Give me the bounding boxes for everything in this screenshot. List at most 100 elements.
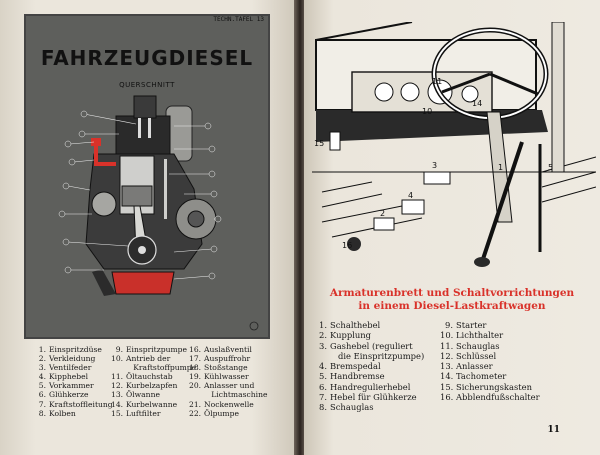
legend-item-number: 16. bbox=[440, 392, 454, 403]
legend-item-number: 11. bbox=[111, 372, 124, 382]
legend-item-text: Auspuffrohr bbox=[204, 354, 251, 364]
heading-line-2: in einem Diesel-Lastkraftwagen bbox=[358, 300, 546, 312]
legend-item-number: 2. bbox=[319, 330, 327, 341]
legend-item-number: 7. bbox=[38, 399, 46, 409]
legend-item-text: Luftfilter bbox=[126, 408, 161, 418]
legend-item-number: 18. bbox=[189, 363, 202, 373]
legend-item-number: 5. bbox=[38, 381, 46, 391]
engine-cross-section-illustration bbox=[58, 95, 259, 331]
legend-item-text: Kipphebel bbox=[49, 372, 88, 382]
legend-item-number: 3. bbox=[319, 340, 327, 351]
legend-item: 9.Starter bbox=[440, 320, 540, 330]
legend-item-text: Kühlwasser bbox=[204, 372, 249, 382]
legend-item-number: 14. bbox=[440, 371, 454, 382]
engine-plate: TECHN.TAFEL 13 FAHRZEUGDIESEL QUERSCHNIT… bbox=[24, 14, 270, 339]
legend-item-text: Anlasser und Lichtmaschine bbox=[204, 381, 268, 400]
legend-item: 15.Luftfilter bbox=[111, 409, 196, 418]
legend-item: 5.Vorkammer bbox=[34, 381, 113, 390]
legend-item: 13.Anlasser bbox=[440, 361, 540, 371]
legend-item: 11.Schauglas bbox=[440, 341, 540, 351]
legend-item: 4.Kipphebel bbox=[34, 372, 113, 381]
legend-item-number: 1. bbox=[319, 320, 327, 330]
legend-item-number: 4. bbox=[38, 372, 46, 382]
legend-item: 7.Kraftstoffleitung bbox=[34, 400, 113, 409]
legend-item: 14.Tachometer bbox=[440, 371, 540, 381]
legend-item-number: 15. bbox=[111, 408, 124, 418]
right-page: 15 1 5 3 4 2 16 10 14 11 Armaturenbrett … bbox=[304, 0, 600, 455]
legend-item-text: Vorkammer bbox=[49, 381, 94, 391]
plate-tag: TECHN.TAFEL 13 bbox=[213, 16, 264, 23]
legend-item-text: Nockenwelle bbox=[204, 399, 254, 409]
legend-item-text: Auslaßventil bbox=[204, 345, 252, 354]
legend-item: 12.Schlüssel bbox=[440, 351, 540, 361]
legend-item-text: Schlüssel bbox=[456, 350, 497, 361]
legend-item-number: 6. bbox=[319, 381, 327, 392]
legend-item: 22.Ölpumpe bbox=[189, 409, 268, 418]
legend-item: 6.Handregulierhebel bbox=[314, 382, 424, 392]
legend-item: 6.Glühkerze bbox=[34, 390, 113, 399]
legend-item-text: Handregulierhebel bbox=[330, 381, 411, 392]
legend-item-number: 8. bbox=[319, 402, 327, 413]
legend-item-number: 9. bbox=[115, 345, 123, 354]
legend-item-number: 3. bbox=[38, 363, 46, 373]
legend-item: 2.Kupplung bbox=[314, 330, 424, 340]
legend-item-text: Handbremse bbox=[330, 371, 385, 382]
svg-text:3: 3 bbox=[432, 161, 437, 170]
legend-item-number: 11. bbox=[440, 340, 454, 351]
legend-item: 1.Einspritzdüse bbox=[34, 345, 113, 354]
legend-item: 3.Ventilfeder bbox=[34, 363, 113, 372]
legend-item-number: 15. bbox=[440, 381, 454, 392]
legend-item-text: Starter bbox=[456, 320, 487, 330]
legend-item: 7.Hebel für Glühkerze bbox=[314, 392, 424, 402]
legend-item-text: Kolben bbox=[49, 408, 76, 418]
legend-item: 14.Kurbelwanne bbox=[111, 400, 196, 409]
legend-item-text: Anlasser bbox=[456, 361, 493, 372]
legend-item-text: Ölwanne bbox=[126, 390, 160, 400]
legend-item: 3.Gashebel (reguliert die Einspritzpumpe… bbox=[314, 341, 424, 362]
right-page-heading: Armaturenbrett und Schaltvorrichtungen i… bbox=[304, 287, 600, 313]
legend-item-text: Antrieb der Kraftstoffpumpe bbox=[126, 354, 197, 373]
legend-item: 4.Bremspedal bbox=[314, 361, 424, 371]
legend-item-text: Verkleidung bbox=[49, 354, 96, 364]
legend-item-number: 13. bbox=[111, 390, 124, 400]
legend-item-text: Einspritzdüse bbox=[49, 345, 102, 354]
legend-item-text: Ölpumpe bbox=[204, 408, 239, 418]
legend-item-number: 16. bbox=[189, 345, 202, 354]
legend-item-text: Lichthalter bbox=[456, 330, 504, 341]
legend-item-text: Schalthebel bbox=[330, 320, 381, 330]
book-gutter bbox=[294, 0, 306, 455]
svg-text:1: 1 bbox=[498, 163, 503, 172]
legend-item-number: 4. bbox=[319, 361, 327, 372]
svg-text:10: 10 bbox=[422, 107, 432, 116]
legend-item: 11.Öltauchstab bbox=[111, 372, 196, 381]
cab-controls-illustration: 15 1 5 3 4 2 16 10 14 11 bbox=[312, 22, 596, 267]
left-page: TECHN.TAFEL 13 FAHRZEUGDIESEL QUERSCHNIT… bbox=[0, 0, 296, 455]
plate-title: FAHRZEUGDIESEL bbox=[40, 46, 254, 70]
legend-item: 2.Verkleidung bbox=[34, 354, 113, 363]
legend-item-number: 10. bbox=[440, 330, 454, 341]
legend-item-number: 17. bbox=[189, 354, 202, 364]
legend-item: 8.Schauglas bbox=[314, 402, 424, 412]
legend-item-number: 13. bbox=[440, 361, 454, 372]
legend-item: 9.Einspritzpumpe bbox=[111, 345, 196, 354]
legend-item-text: Gashebel (reguliert die Einspritzpumpe) bbox=[330, 340, 425, 361]
legend-item: 10.Antrieb der Kraftstoffpumpe bbox=[111, 354, 196, 372]
legend-item-text: Ventilfeder bbox=[49, 363, 92, 373]
legend-item-number: 6. bbox=[38, 390, 46, 400]
legend-item-text: Stoßstange bbox=[204, 363, 248, 373]
legend-item-number: 5. bbox=[319, 371, 327, 382]
legend-item-text: Hebel für Glühkerze bbox=[330, 392, 417, 403]
svg-text:4: 4 bbox=[408, 191, 413, 200]
legend-item: 1.Schalthebel bbox=[314, 320, 424, 330]
svg-text:11: 11 bbox=[432, 77, 442, 86]
svg-text:2: 2 bbox=[380, 209, 385, 218]
legend-item: 16.Abblendfußschalter bbox=[440, 392, 540, 402]
page-number: 11 bbox=[547, 425, 560, 435]
legend-item-text: Bremspedal bbox=[330, 361, 381, 372]
legend-item-number: 8. bbox=[38, 408, 46, 418]
legend-item-number: 14. bbox=[111, 399, 124, 409]
legend-item-number: 10. bbox=[111, 354, 124, 364]
legend-item: 8.Kolben bbox=[34, 409, 113, 418]
